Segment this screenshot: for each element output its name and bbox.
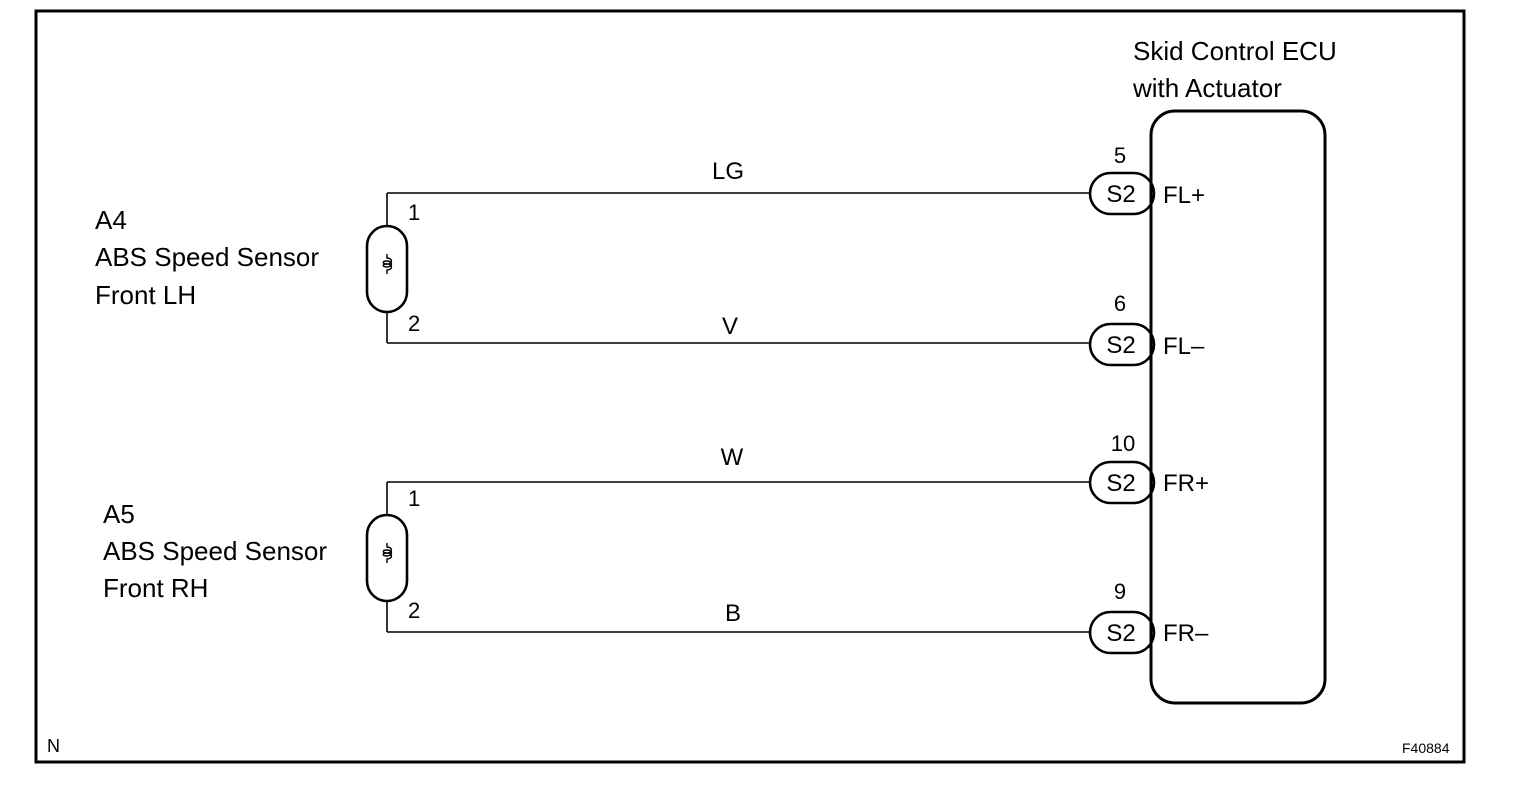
sensor-a5-pin-1: 1 xyxy=(408,486,420,511)
wire-color-label: LG xyxy=(712,158,744,185)
sensor-a4-pin-2: 2 xyxy=(408,311,420,336)
sensor-a5-coil-icon xyxy=(382,543,393,563)
connector-s2-pin5 xyxy=(1088,171,1156,216)
connector-label: S2 xyxy=(1106,181,1135,208)
figure-id: F40884 xyxy=(1402,740,1450,756)
connector-s2-pin6 xyxy=(1088,322,1156,367)
connector-label: S2 xyxy=(1106,620,1135,647)
sensor-a4-name: ABS Speed Sensor xyxy=(95,242,319,272)
sensor-a4-code: A4 xyxy=(95,205,127,235)
ecu-terminal-fl-minus: FL– xyxy=(1163,333,1205,360)
sensor-a4-position: Front LH xyxy=(95,280,196,310)
ecu-terminal-fl-plus: FL+ xyxy=(1163,182,1205,209)
connector-label: S2 xyxy=(1106,332,1135,359)
ecu-pin-number: 10 xyxy=(1111,431,1135,456)
ecu-terminal-fr-plus: FR+ xyxy=(1163,470,1209,497)
sensor-a4-pin-1: 1 xyxy=(408,200,420,225)
footer-left-mark: N xyxy=(47,736,60,756)
ecu-box xyxy=(1149,109,1327,705)
sensor-a5-position: Front RH xyxy=(103,573,208,603)
connector-s2-pin10 xyxy=(1088,460,1156,505)
sensor-a5-code: A5 xyxy=(103,499,135,529)
sensor-a5-pin-2: 2 xyxy=(408,598,420,623)
ecu-pin-number: 9 xyxy=(1114,579,1126,604)
diagram-frame xyxy=(34,9,1466,764)
sensor-a4: 1 2 xyxy=(365,193,420,343)
ecu-pin-number: 5 xyxy=(1114,143,1126,168)
sensor-a4-coil-icon xyxy=(382,254,393,274)
ecu-pin-number: 6 xyxy=(1114,291,1126,316)
sensor-a5: 1 2 xyxy=(365,482,420,632)
wire-color-label: B xyxy=(725,600,741,627)
sensor-a4-body xyxy=(365,224,409,314)
connector-s2-pin9 xyxy=(1088,610,1156,655)
sensor-a5-name: ABS Speed Sensor xyxy=(103,536,327,566)
ecu-terminal-fr-minus: FR– xyxy=(1163,620,1209,647)
wire-color-label: W xyxy=(721,444,744,471)
ecu-title-line1: Skid Control ECU xyxy=(1133,36,1337,66)
sensor-a5-body xyxy=(365,513,409,603)
ecu-title-line2: with Actuator xyxy=(1132,73,1282,103)
connector-label: S2 xyxy=(1106,470,1135,497)
wire-color-label: V xyxy=(722,313,738,340)
